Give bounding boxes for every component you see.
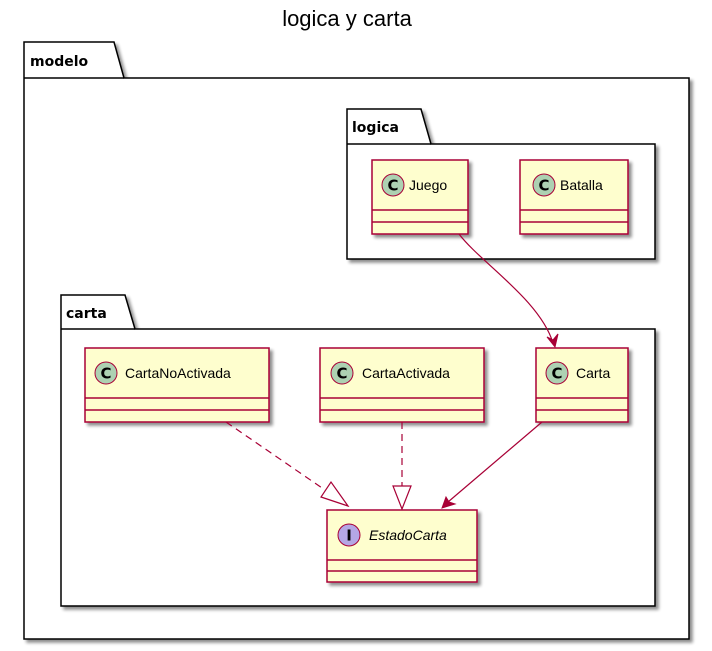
package-logica-label: logica (352, 120, 399, 136)
class-badge-icon (94, 361, 118, 385)
class-name: Carta (576, 365, 610, 381)
class-name: CartaActivada (362, 365, 450, 381)
package-modelo-label: modelo (30, 54, 89, 70)
class-batalla[interactable]: C Batalla (519, 159, 629, 235)
svg-text:I: I (346, 527, 352, 545)
interface-badge-icon (337, 523, 361, 547)
relation-carta-estado-carta (441, 421, 543, 509)
relation-juego-carta (458, 233, 559, 349)
svg-text:C: C (100, 365, 111, 383)
interface-name: EstadoCarta (369, 527, 447, 543)
class-juego[interactable]: C Juego (371, 159, 469, 235)
class-name: Batalla (560, 177, 603, 193)
class-badge-icon (381, 173, 405, 197)
class-carta-no-activada[interactable]: C CartaNoActivada (84, 347, 270, 423)
diagram-title: logica y carta (282, 6, 412, 31)
package-carta-label: carta (66, 306, 107, 322)
svg-text:C: C (551, 365, 562, 383)
class-badge-icon (545, 361, 569, 385)
interface-estado-carta[interactable]: I EstadoCarta (326, 509, 478, 583)
class-name: Juego (409, 177, 447, 193)
svg-text:C: C (538, 177, 549, 195)
svg-text:C: C (387, 177, 398, 195)
class-carta[interactable]: C Carta (535, 347, 629, 423)
relation-carta-no-activada-realization (225, 421, 350, 508)
class-name: CartaNoActivada (125, 365, 231, 381)
class-badge-icon (330, 361, 354, 385)
relation-carta-activada-realization (392, 422, 412, 511)
svg-text:C: C (336, 365, 347, 383)
class-carta-activada[interactable]: C CartaActivada (319, 347, 485, 423)
class-badge-icon (532, 173, 556, 197)
